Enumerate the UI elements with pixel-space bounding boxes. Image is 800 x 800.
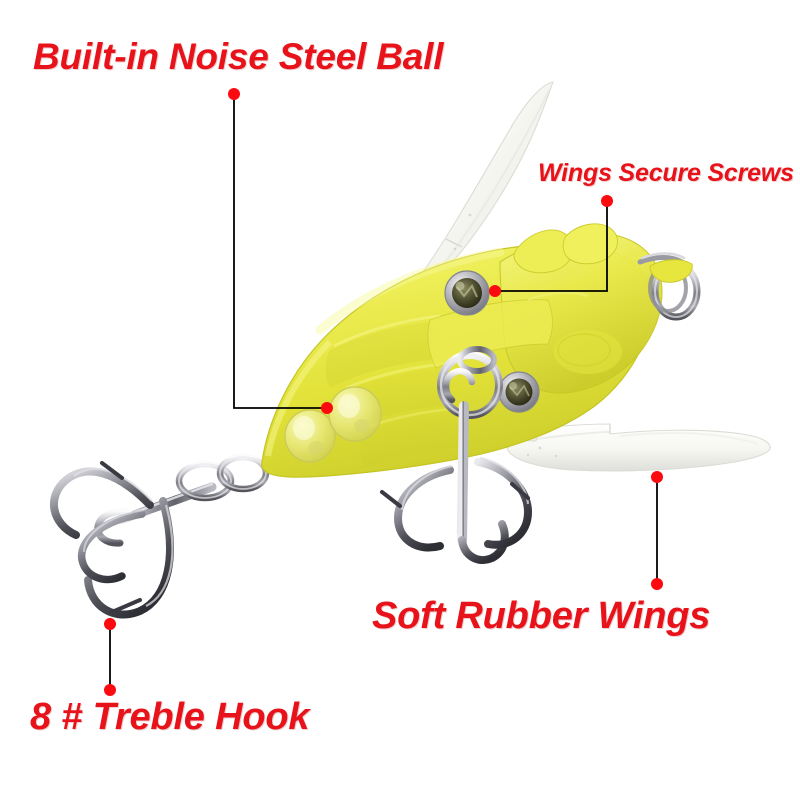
- wing-secure-screw-upper: [444, 270, 490, 316]
- noise-steel-ball-chambers: [284, 386, 382, 463]
- lower-rubber-wing: [505, 423, 771, 472]
- leader-dot-noise-ball-target: [321, 402, 333, 414]
- callout-label-treble-hook: 8 # Treble Hook: [30, 696, 310, 738]
- callout-leader-lines: [104, 88, 663, 696]
- leader-dot-rubber-wings-target: [651, 578, 663, 590]
- leader-dot-rubber-wings-anchor: [651, 471, 663, 483]
- callout-label-noise-ball: Built-in Noise Steel Ball: [33, 36, 444, 77]
- rear-split-rings: [175, 453, 270, 502]
- leader-dot-treble-hook-target: [104, 684, 116, 696]
- rear-treble-hook: [50, 461, 217, 619]
- callout-label-wing-screws: Wings Secure Screws: [538, 159, 794, 187]
- nose-split-ring: [637, 252, 701, 321]
- upper-rubber-wing: [422, 81, 554, 278]
- leader-line-wing-screws: [495, 201, 608, 292]
- leader-dot-noise-ball-anchor: [228, 88, 240, 100]
- wing-secure-screw-lower: [498, 371, 540, 413]
- belly-split-ring: [437, 346, 503, 419]
- leader-line-noise-ball: [233, 94, 327, 409]
- leader-dot-wing-screws-anchor: [601, 195, 613, 207]
- leader-dot-treble-hook-anchor: [104, 618, 116, 630]
- callout-label-rubber-wings: Soft Rubber Wings: [372, 595, 711, 637]
- leader-dot-wing-screws-target: [489, 285, 501, 297]
- belly-treble-hook: [380, 368, 533, 564]
